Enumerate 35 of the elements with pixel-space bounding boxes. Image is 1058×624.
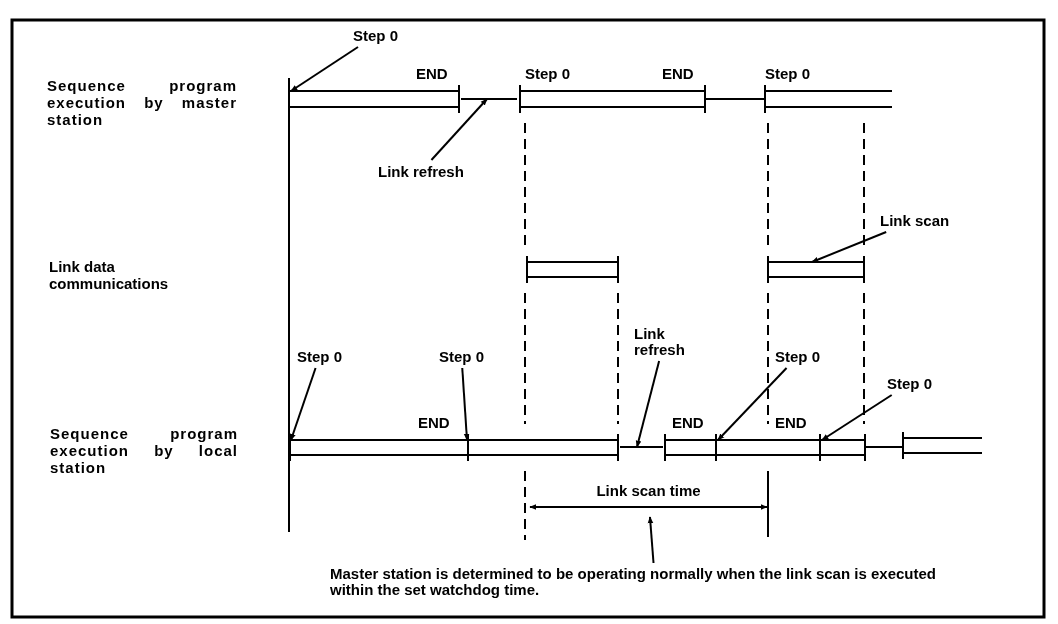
- leader-line: [461, 367, 470, 441]
- callout-label: Step 0: [439, 348, 484, 365]
- callout-label: Step 0: [353, 27, 398, 44]
- refresh-line: [619, 446, 664, 448]
- scan-bar: [289, 433, 619, 462]
- row-label: Link data communications: [49, 258, 170, 292]
- step-label: Step 0: [525, 65, 570, 82]
- end-label: END: [662, 65, 694, 82]
- row-label: Sequence program execution by local station: [50, 425, 238, 476]
- leader-line: [647, 516, 655, 564]
- scan-bar: [664, 433, 866, 462]
- scan-bar: [288, 84, 460, 114]
- leader-line: [290, 46, 359, 92]
- callout-label: Step 0: [297, 348, 342, 365]
- callout-label: Step 0: [775, 348, 820, 365]
- callout-label: Link scan: [880, 212, 950, 229]
- leader-line: [821, 394, 893, 441]
- callout-label: Link refresh: [378, 163, 464, 180]
- leader-line: [290, 367, 317, 441]
- step-label: Step 0: [765, 65, 810, 82]
- end-label: END: [672, 414, 704, 431]
- note-text: Master station is determined to be operating normally when the link scan is executed within the set watchdog time.: [330, 566, 980, 598]
- scan-bar: [767, 255, 865, 284]
- end-label: END: [418, 414, 450, 431]
- callout-label: Step 0: [887, 375, 932, 392]
- refresh-line: [460, 98, 518, 100]
- leader-line: [811, 231, 888, 263]
- leader-line: [430, 98, 488, 161]
- end-label: END: [775, 414, 807, 431]
- end-label: END: [416, 65, 448, 82]
- leader-line: [717, 367, 788, 441]
- row-label: Sequence program execution by master station: [47, 77, 237, 128]
- dimension-label: Link scan time: [595, 482, 702, 499]
- callout-label: Link refresh: [634, 326, 694, 358]
- leader-line: [635, 360, 661, 448]
